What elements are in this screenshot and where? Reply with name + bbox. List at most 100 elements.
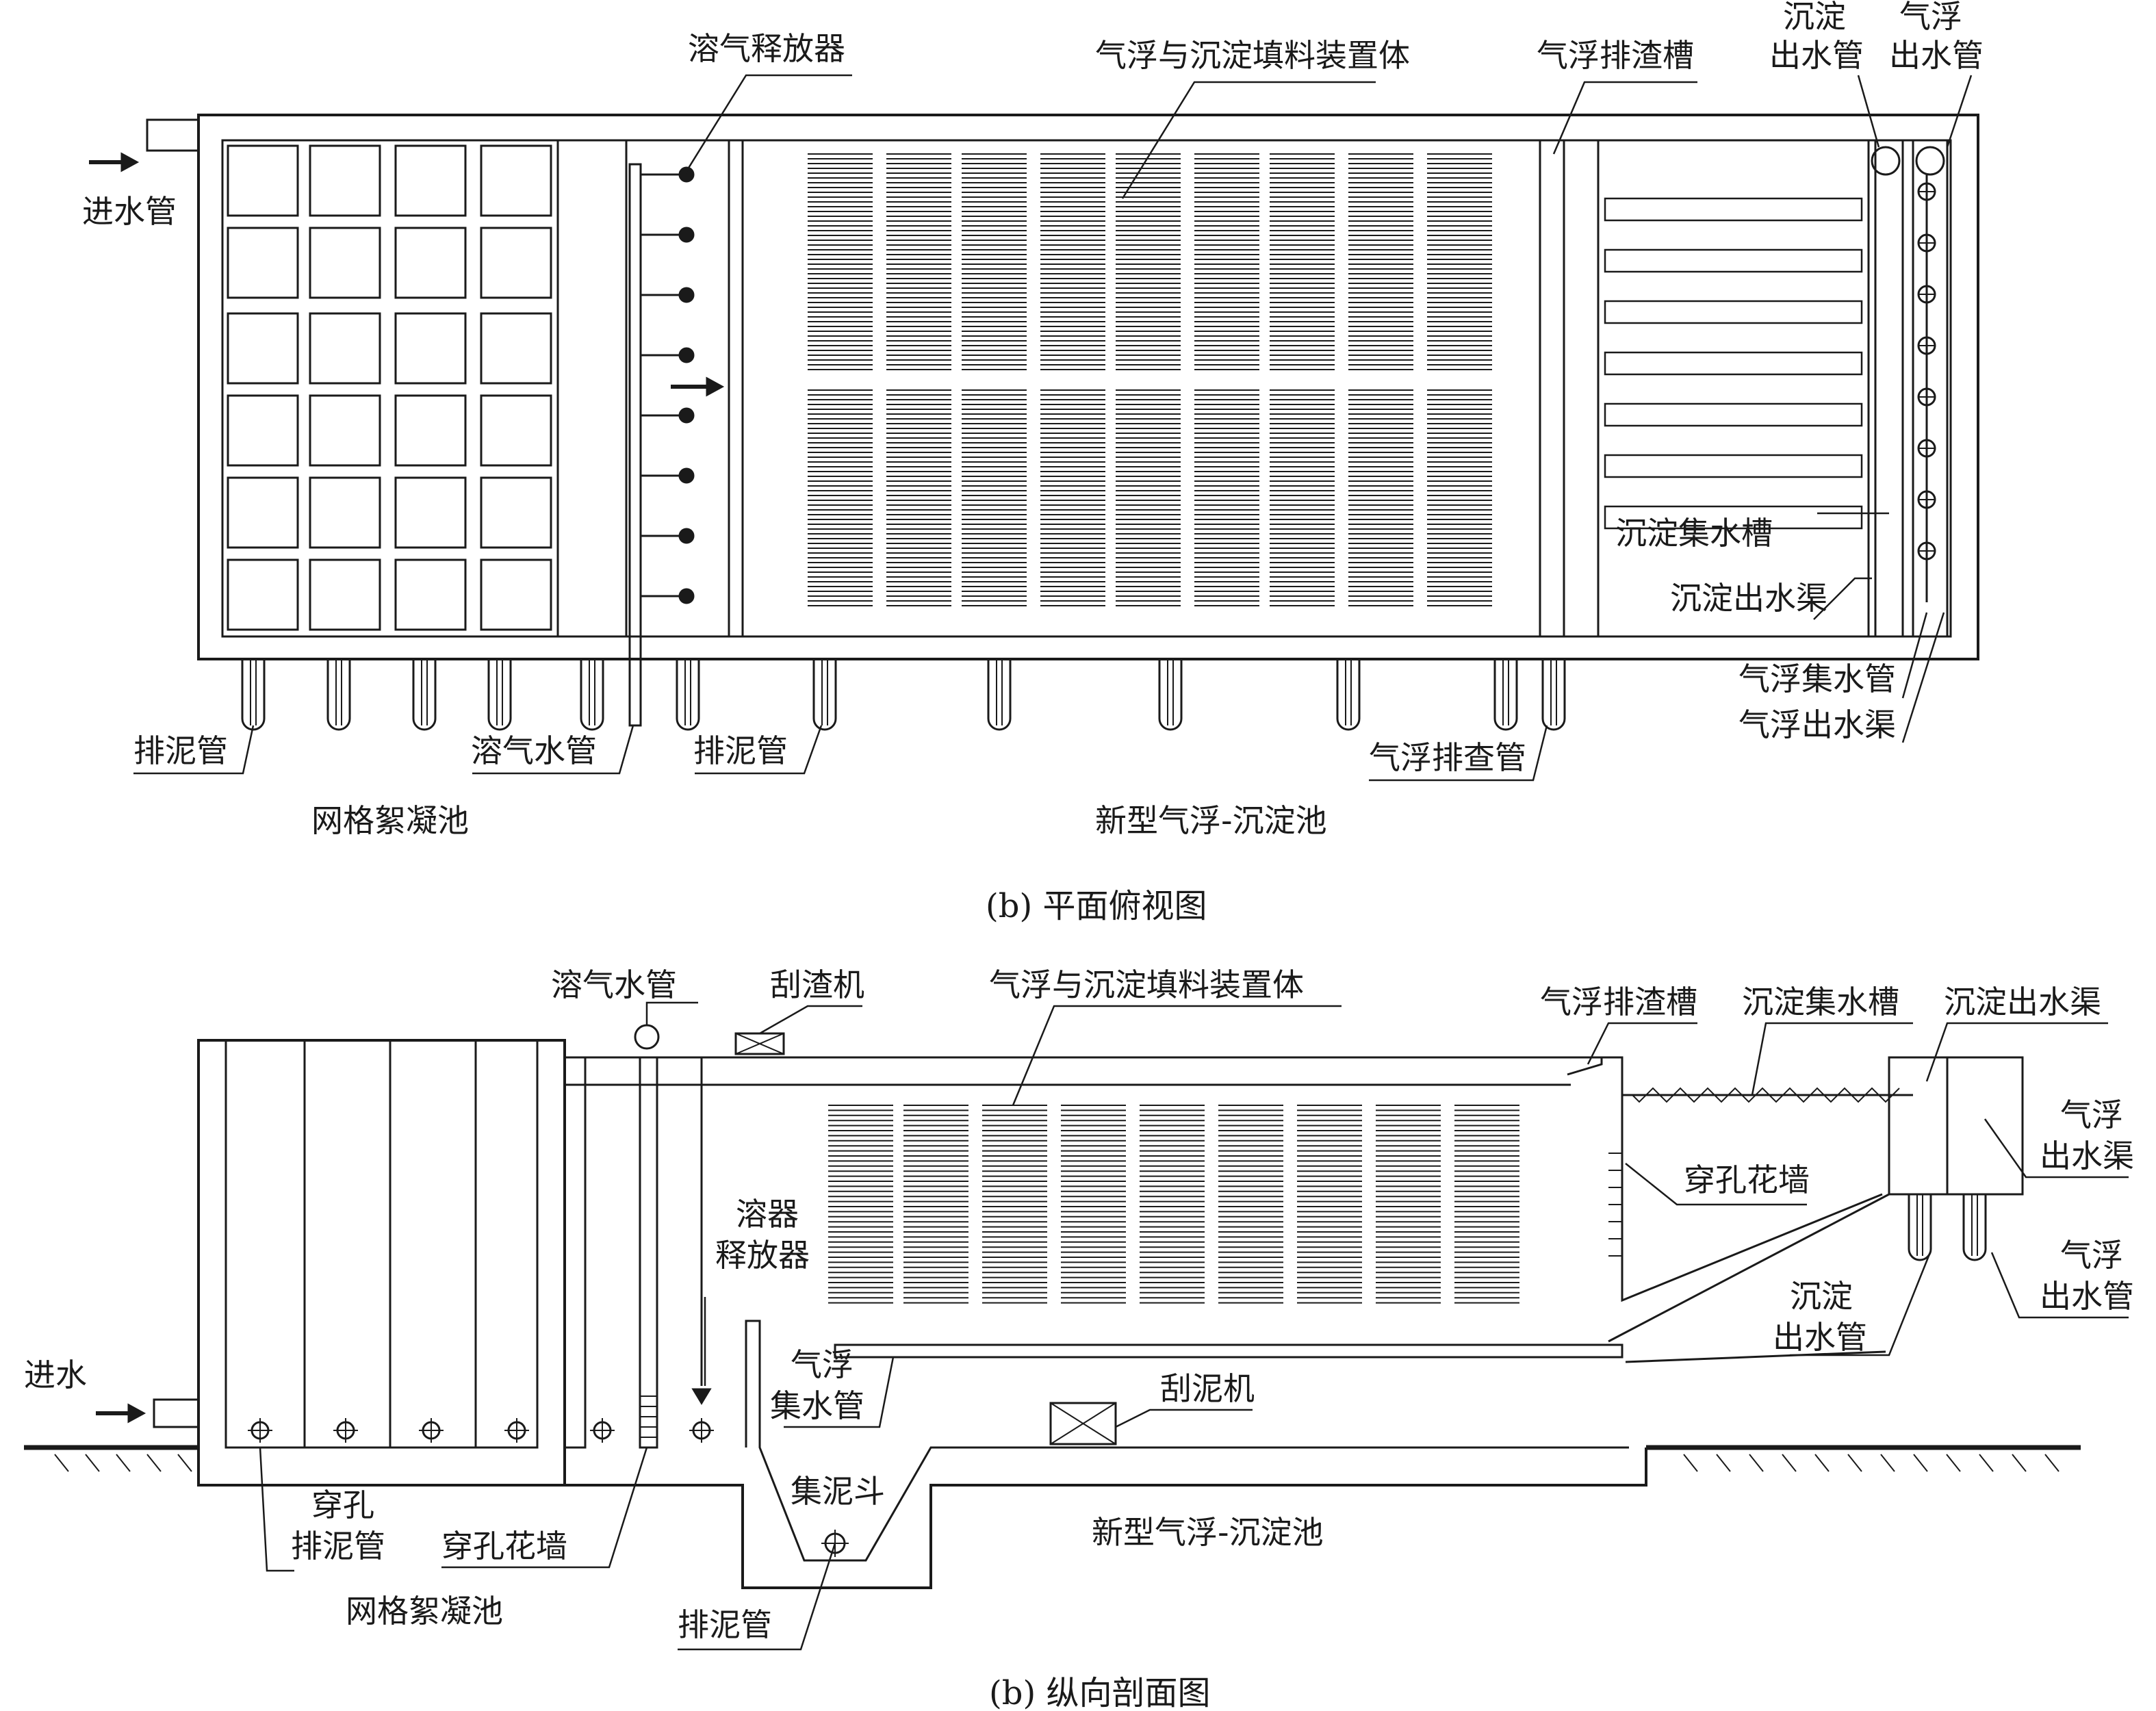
sec-float-outlet-pipe-label-2: 出水管	[2040, 1278, 2134, 1315]
settle-collect-trough	[1604, 248, 1863, 273]
sec-packing-block	[982, 1105, 1047, 1304]
settle-collect-trough	[1604, 454, 1863, 478]
leader-float-outlet	[1946, 75, 1973, 148]
plan-float-outlet-circle	[1915, 146, 1945, 176]
grid-cell	[309, 476, 381, 549]
sec-packing-block	[828, 1105, 893, 1304]
plan-sludge-pipe-label-1: 排泥管	[133, 732, 228, 769]
settle-collect-trough	[1604, 402, 1863, 427]
hatch	[85, 1454, 100, 1472]
sec-settle-outlet-pipe-label-2: 出水管	[1773, 1319, 1867, 1356]
plan-settle-zone	[1597, 139, 1870, 638]
plan-bottom-pipe	[1336, 660, 1361, 731]
grid-cell	[394, 227, 467, 299]
hatch	[1716, 1454, 1731, 1472]
sec-packing-label: 气浮与沉淀填料装置体	[989, 966, 1304, 1003]
plan-scum-pipe-label: 气浮排查管	[1369, 739, 1526, 776]
sec-mud-scraper	[1049, 1402, 1117, 1445]
packing-block	[1194, 153, 1259, 370]
section-labels: 溶气水管 刮渣机 气浮与沉淀填料装置体 气浮排渣槽 沉淀集水槽 沉淀出水渠 气浮…	[24, 966, 2134, 1711]
hatch	[54, 1454, 69, 1472]
plan-float-outlet-pipe-label-1: 气浮	[1899, 0, 1962, 35]
sec-settle-outlet-pipe	[1908, 1194, 1932, 1261]
plan-settle-outlet-pipe-label-1: 沉淀	[1783, 0, 1846, 35]
plan-float-collect-label: 气浮集水管	[1738, 660, 1896, 697]
leader-sec-mud-scraper	[1115, 1408, 1253, 1428]
hatch	[146, 1454, 162, 1472]
hatch	[1880, 1454, 1895, 1472]
plan-packing-label: 气浮与沉淀填料装置体	[1095, 37, 1410, 74]
leader-settle-outlet	[1857, 75, 1880, 148]
packing-block	[1116, 389, 1181, 606]
plan-bottom-pipe	[1158, 660, 1183, 731]
sec-packing-block	[1297, 1105, 1362, 1304]
sec-perforated-sludge-label-1: 穿孔	[311, 1487, 374, 1523]
sec-scum-trough-label: 气浮排渣槽	[1540, 983, 1697, 1020]
grid-cell	[394, 558, 467, 631]
sec-releaser-label-2: 释放器	[715, 1237, 810, 1274]
sec-dissolved-air-circle	[634, 1024, 660, 1050]
hatch	[1847, 1454, 1862, 1472]
leader-scum-pipe	[1369, 725, 1548, 782]
sec-new-tank-label: 新型气浮-沉淀池	[1092, 1514, 1324, 1551]
plan-inlet-label: 进水管	[82, 193, 177, 230]
plan-bottom-pipe	[580, 660, 604, 731]
leader-sec-float-channel	[1984, 1118, 2129, 1179]
sec-scum-trough	[1567, 1056, 1883, 1302]
leader-sec-packing	[1012, 1005, 1342, 1106]
x	[1050, 1402, 1116, 1445]
releaser-node	[678, 467, 695, 484]
plan-bottom-pipe	[1541, 660, 1566, 731]
sec-inlet-label: 进水	[24, 1356, 87, 1393]
plan-tank-outline	[197, 114, 1979, 660]
packing-block	[962, 389, 1027, 606]
packing-block	[1270, 153, 1335, 370]
grid-cell	[309, 227, 381, 299]
grid-cell	[227, 558, 299, 631]
hatch	[1946, 1454, 1961, 1472]
sec-mud-scraper-label: 刮泥机	[1160, 1370, 1255, 1407]
hatch	[2044, 1454, 2059, 1472]
plan-settle-channel-label: 沉淀出水渠	[1670, 580, 1827, 617]
settle-collect-trough	[1604, 351, 1863, 376]
grid-cell	[394, 312, 467, 385]
plan-bottom-pipe	[241, 660, 266, 731]
hatch	[1749, 1454, 1764, 1472]
grid-cell	[480, 476, 552, 549]
plan-sludge-pipe-label-2: 排泥管	[693, 732, 788, 769]
leader-sec-settle-channel	[1925, 1022, 2108, 1082]
releaser-head	[691, 1388, 712, 1405]
sec-perforated-sludge-label-2: 排泥管	[291, 1528, 385, 1565]
grid-cell	[394, 394, 467, 467]
plan-tank-inner	[221, 139, 1952, 638]
plan-releaser-label: 溶气释放器	[688, 30, 845, 67]
leader-sec-settle-outlet	[1790, 1252, 1932, 1356]
grid-cell	[227, 227, 299, 299]
leader-sec-air	[645, 1001, 698, 1025]
plan-float-channel-label: 气浮出水渠	[1738, 706, 1896, 743]
plan-bottom-pipe	[676, 660, 700, 731]
leader-settle-channel	[1813, 577, 1872, 620]
sec-float-channel-label-2: 出水渠	[2040, 1137, 2134, 1174]
plan-scum-trough-label: 气浮排渣槽	[1537, 37, 1694, 74]
leader-sec-scum	[1587, 1022, 1697, 1065]
sec-tank-bottom	[565, 1448, 1647, 1589]
hatch	[1979, 1454, 1994, 1472]
sec-float-outlet-pipe	[1962, 1194, 1987, 1261]
packing-block	[808, 153, 873, 370]
plan-settle-outlet-pipe-label-2: 出水管	[1769, 37, 1864, 74]
sec-hopper-and-floor	[745, 1320, 1629, 1562]
plan-bottom-pipe	[1493, 660, 1518, 731]
settle-collect-trough	[1604, 505, 1863, 530]
sec-packing-block	[1454, 1105, 1519, 1304]
packing-block	[1194, 389, 1259, 606]
sec-hopper-label: 集泥斗	[791, 1473, 885, 1510]
plan-flow-arrow-head	[706, 376, 725, 397]
sec-perf-wall-left	[563, 1056, 587, 1449]
grid-cell	[309, 312, 381, 385]
sec-settle-collect-zigzag	[1632, 1087, 1900, 1103]
plan-settle-outlet-circle	[1871, 146, 1901, 176]
hatch	[1814, 1454, 1830, 1472]
grid-cell	[480, 227, 552, 299]
plan-caption: (b) 平面俯视图	[986, 887, 1207, 925]
